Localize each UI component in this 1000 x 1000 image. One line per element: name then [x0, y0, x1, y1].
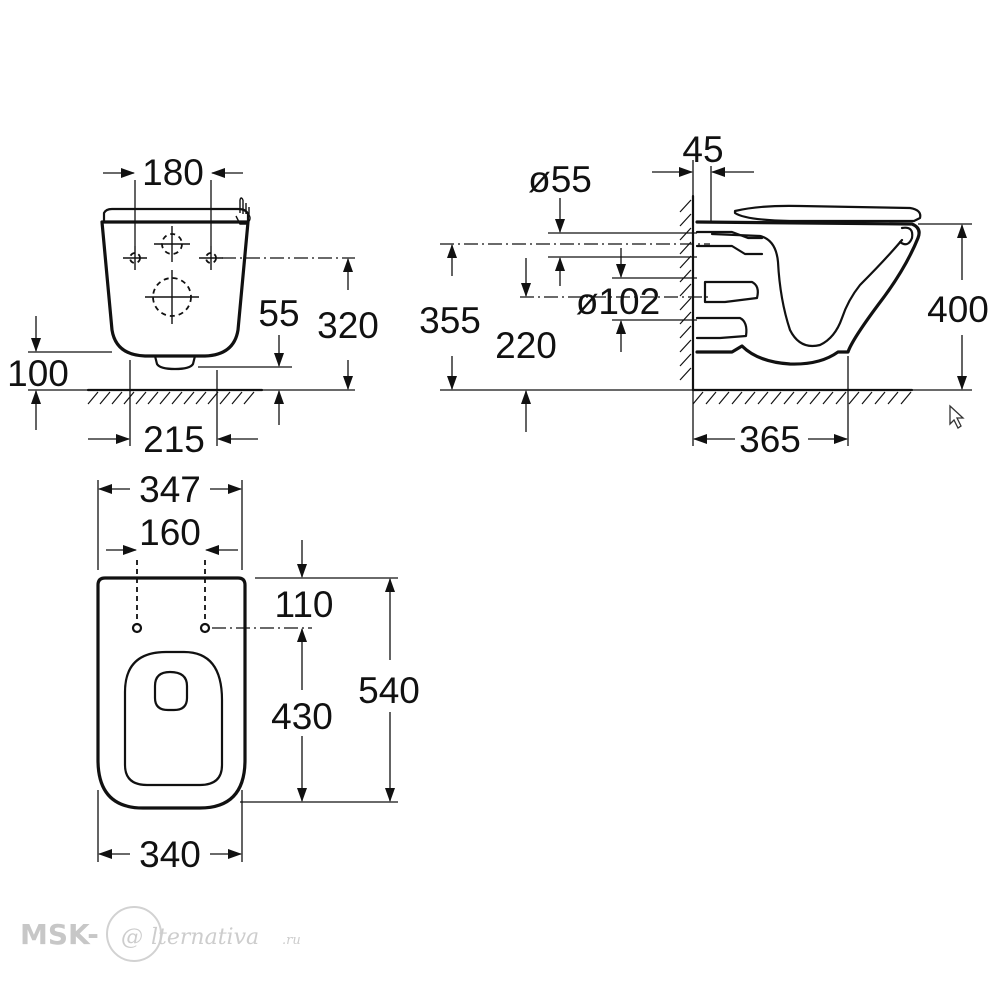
side-bowl-outer [695, 220, 921, 366]
side-seat [733, 204, 922, 223]
dim-430: 430 [271, 696, 333, 737]
hand-cursor-icon [235, 197, 251, 225]
side-outlet-connector [703, 280, 759, 304]
front-seat-lid [102, 207, 250, 224]
dim-100: 100 [7, 353, 69, 394]
top-bowl-outline [96, 576, 247, 810]
top-inner-opening [153, 670, 189, 712]
dim-320: 320 [317, 305, 379, 346]
front-body-outline [100, 220, 250, 358]
watermark-prefix: MSK- [20, 918, 99, 951]
dim-110: 110 [275, 584, 334, 625]
dim-220: 220 [495, 325, 557, 366]
watermark-domain: .ru [282, 933, 301, 948]
side-bowl-inner [710, 232, 904, 348]
fixing-point-left [123, 246, 147, 270]
mouse-pointer-icon [949, 404, 965, 429]
dim-400: 400 [927, 289, 989, 330]
side-rim [898, 226, 914, 246]
dim-45: 45 [682, 129, 723, 170]
dim-215: 215 [143, 419, 205, 460]
dim-355: 355 [419, 300, 481, 341]
side-view: 45 ø55 ø102 355 220 400 [419, 129, 989, 460]
front-outlet [153, 354, 197, 371]
watermark-circle [106, 906, 162, 962]
dim-365: 365 [739, 419, 801, 460]
fixing-point-right [199, 246, 223, 270]
floor-hatch [692, 391, 912, 405]
hinge-point-left [131, 622, 143, 634]
top-view: 347 160 110 430 540 340 [96, 469, 420, 875]
hinge-point-right [199, 622, 211, 634]
dim-55: 55 [258, 293, 299, 334]
watermark-suffix: lternativa [151, 925, 259, 950]
watermark-logo: MSK- @ lternativa .ru [20, 906, 301, 962]
top-seat-opening [123, 650, 224, 787]
dim-dia-102: ø102 [576, 281, 660, 322]
watermark-at-symbol: @ [121, 925, 143, 950]
dim-160: 160 [139, 512, 201, 553]
dim-540: 540 [358, 670, 420, 711]
floor-hatch [87, 391, 255, 405]
front-view: 180 55 320 100 215 [7, 152, 379, 460]
dim-340: 340 [139, 834, 201, 875]
dim-dia-55: ø55 [528, 159, 592, 200]
side-outlet-lower [695, 316, 748, 340]
inlet-circle [154, 226, 190, 262]
side-inlet-connector [695, 230, 764, 256]
dim-180: 180 [142, 152, 204, 193]
wall-hatch [679, 199, 692, 381]
dim-347: 347 [139, 469, 201, 510]
outlet-circle [145, 270, 199, 324]
